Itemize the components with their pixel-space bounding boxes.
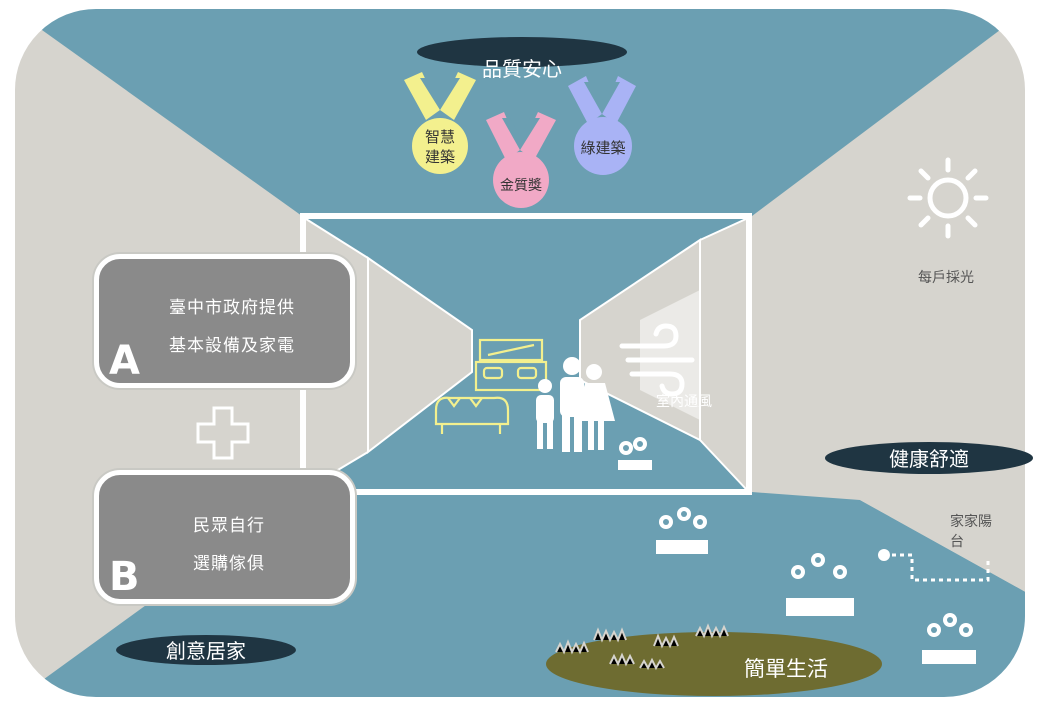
creative-pill xyxy=(116,635,296,665)
sun-icon xyxy=(907,157,989,239)
quality-title: 品質安心 xyxy=(482,57,562,81)
furniture-icon xyxy=(434,338,548,434)
grass-icon xyxy=(546,623,882,696)
flower-planter-icon xyxy=(786,553,854,616)
creative-label: 創意居家 xyxy=(166,639,246,663)
inner-right-wall xyxy=(700,219,746,489)
daylight-label: 每戶採光 xyxy=(918,270,974,286)
wind-icon xyxy=(619,323,695,397)
balcony-label-line1: 家家陽 xyxy=(950,513,992,530)
option-a-line1: 臺中市政府提供 xyxy=(169,298,295,318)
green-building-label: 綠建築 xyxy=(580,139,625,157)
flower-planter-icon xyxy=(618,437,652,470)
health-pill xyxy=(825,442,1033,474)
smart-building-medal xyxy=(404,72,476,174)
balcony-path xyxy=(878,549,990,582)
option-a-box: A 臺中市政府提供 基本設備及家電 xyxy=(94,254,355,388)
smart-label-line1: 智慧 xyxy=(425,128,455,146)
gold-award-label: 金質獎 xyxy=(500,178,542,194)
option-b-line1: 民眾自行 xyxy=(193,516,265,536)
flower-planter-icon xyxy=(922,613,976,664)
ceiling xyxy=(14,8,1026,216)
ventilation-label: 室內通風 xyxy=(656,393,712,410)
inner-back-left-wall xyxy=(367,256,473,455)
family-icon xyxy=(536,357,615,452)
inner-window xyxy=(640,290,700,420)
flower-planter-icon xyxy=(656,507,708,554)
quality-pill xyxy=(417,37,627,67)
option-b-letter: B xyxy=(109,554,140,600)
option-a-line2: 基本設備及家電 xyxy=(169,336,295,356)
health-label: 健康舒適 xyxy=(889,447,969,471)
simple-label: 簡單生活 xyxy=(744,657,828,681)
gold-award-medal xyxy=(486,112,556,208)
right-wall-lower xyxy=(860,430,1026,600)
option-a-letter: A xyxy=(109,338,140,384)
plus-icon xyxy=(196,406,250,460)
balcony-label-line2: 台 xyxy=(950,534,964,550)
option-b-box: B 民眾自行 選購傢俱 xyxy=(94,470,355,604)
green-building-medal xyxy=(568,76,636,175)
option-b-line2: 選購傢俱 xyxy=(193,554,265,574)
smart-label-line2: 建築 xyxy=(425,148,455,166)
inner-room xyxy=(300,213,752,495)
